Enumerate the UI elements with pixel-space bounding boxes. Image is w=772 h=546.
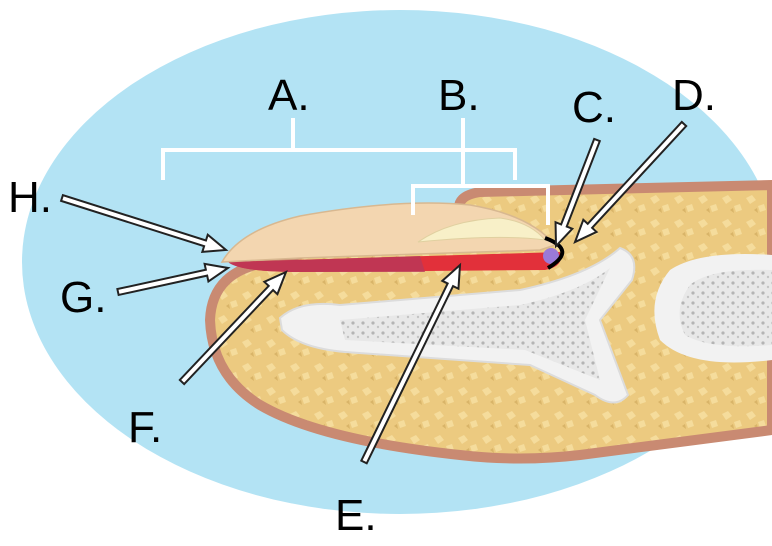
arrow-d <box>573 120 688 244</box>
arrow-h <box>59 193 229 254</box>
arrow-c <box>554 137 602 249</box>
arrow-f <box>178 270 288 386</box>
label-a: A. <box>268 71 310 120</box>
bone-marrow <box>340 268 610 380</box>
matrix-dot <box>543 248 559 264</box>
label-d: D. <box>672 71 716 120</box>
label-g: G. <box>60 273 106 322</box>
bracket-a <box>161 118 517 180</box>
arrow-g <box>116 262 231 297</box>
label-e: E. <box>335 491 377 540</box>
arrow-e <box>359 262 462 465</box>
label-f: F. <box>128 403 162 452</box>
label-b: B. <box>438 71 480 120</box>
cuticle-arc <box>544 236 565 270</box>
bone-right-marrow <box>679 269 772 347</box>
label-c: C. <box>572 83 616 132</box>
nail-bed-dark <box>228 256 425 272</box>
label-h: H. <box>8 173 52 222</box>
nail-plate <box>220 202 557 263</box>
bracket-b <box>411 118 550 225</box>
lunula <box>417 217 547 243</box>
